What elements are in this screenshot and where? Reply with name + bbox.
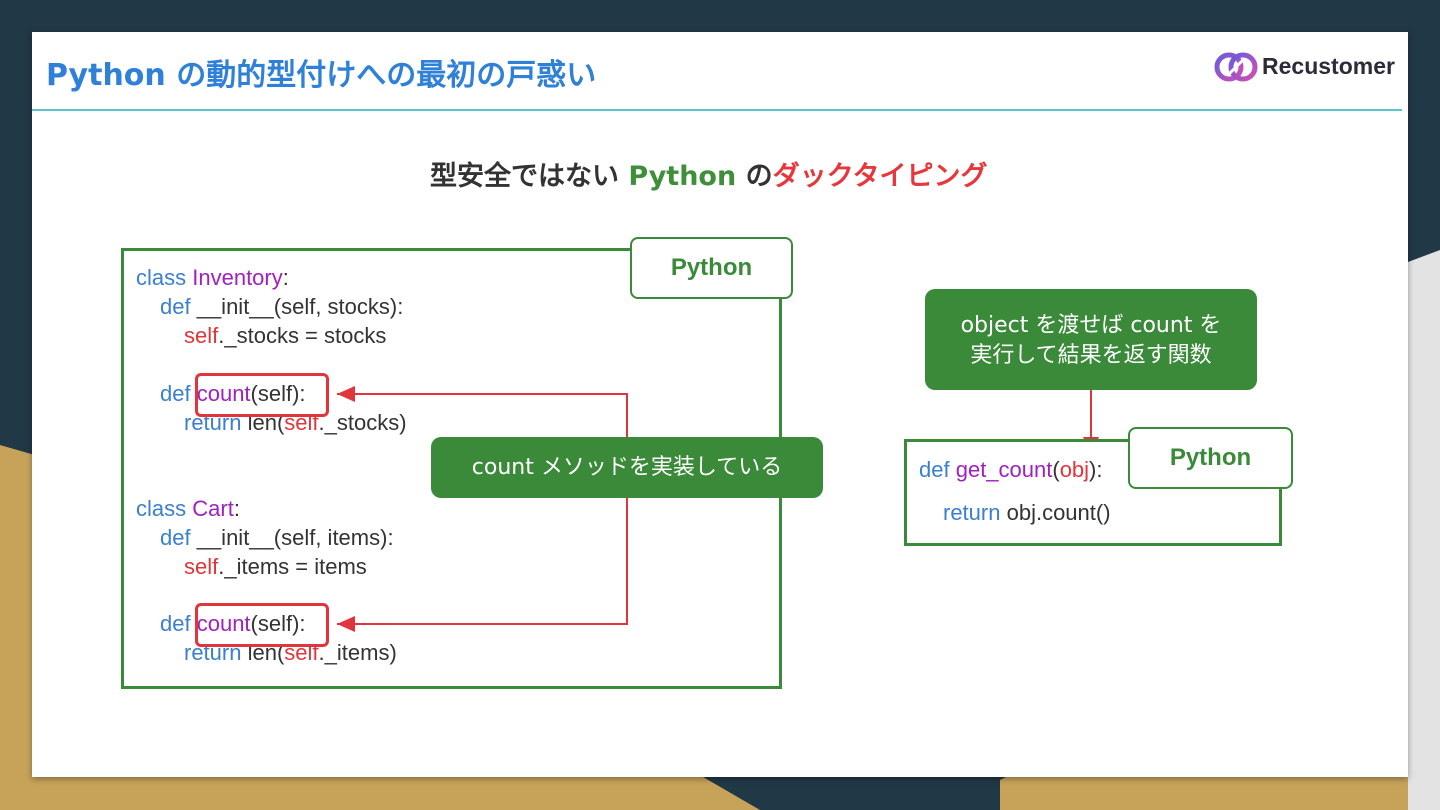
code-line: class Cart: [136, 494, 240, 523]
keyword: class [136, 496, 187, 521]
code-text: : [233, 496, 240, 521]
code-line: return obj.count() [943, 498, 1111, 527]
code-text: (self): [250, 381, 306, 406]
subtitle-part1: 型安全ではない [430, 161, 629, 192]
code-text: : [282, 265, 289, 290]
code-text: ._stocks = stocks [218, 323, 387, 348]
class-name: Cart [192, 496, 234, 521]
logo-text: Recustomer [1262, 53, 1395, 79]
count-highlight-inventory [195, 373, 329, 417]
keyword: def [160, 381, 191, 406]
code-line: def count(self): [160, 379, 306, 408]
slide-subtitle: 型安全ではない Python のダックタイピング [430, 154, 988, 193]
code-text: ._items = items [218, 554, 367, 579]
header-divider [32, 109, 1402, 111]
subtitle-part3: の [736, 161, 773, 192]
function-name: get_count [955, 457, 1053, 482]
code-line: class Inventory: [136, 263, 289, 292]
code-text: obj.count() [1000, 500, 1111, 525]
code-text: ( [1052, 457, 1060, 482]
recustomer-logo: Recustomer [1214, 50, 1400, 84]
code-line: self._stocks = stocks [184, 321, 386, 350]
callout-count-method: count メソッドを実装している [431, 437, 823, 498]
class-name: Inventory [192, 265, 283, 290]
code-line: def get_count(obj): [919, 455, 1103, 484]
logo-icon [1214, 52, 1258, 82]
count-highlight-cart [195, 603, 329, 647]
python-tag-right: Python [1128, 427, 1293, 489]
code-line: self._items = items [184, 552, 367, 581]
code-text: ._stocks) [318, 410, 407, 435]
slide-title: Python の動的型付けへの最初の戸惑い [46, 58, 597, 93]
keyword: class [136, 265, 187, 290]
callout-get-count: object を渡せば count を 実行して結果を返す関数 [925, 289, 1257, 390]
keyword: def [160, 525, 191, 550]
keyword: return [943, 500, 1001, 525]
callout-line: 実行して結果を返す関数 [970, 343, 1212, 368]
keyword: def [160, 611, 191, 636]
code-text: __init__(self, items): [190, 525, 394, 550]
code-text: (self): [250, 611, 306, 636]
keyword: def [160, 294, 191, 319]
code-text: ._items) [318, 640, 397, 665]
code-text: __init__(self, stocks): [190, 294, 404, 319]
method-name: count [196, 611, 251, 636]
keyword: def [919, 457, 950, 482]
code-line: def __init__(self, items): [160, 523, 394, 552]
code-line: def __init__(self, stocks): [160, 292, 403, 321]
self-keyword: self [184, 323, 219, 348]
callout-line: object を渡せば count を [960, 313, 1222, 338]
method-name: count [196, 381, 251, 406]
python-tag-left: Python [630, 237, 793, 299]
code-text: ): [1089, 457, 1103, 482]
code-line: def count(self): [160, 609, 306, 638]
argument-name: obj [1059, 457, 1090, 482]
self-keyword: self [184, 554, 219, 579]
subtitle-duck-typing: ダックタイピング [772, 161, 988, 192]
subtitle-python: Python [628, 161, 737, 192]
